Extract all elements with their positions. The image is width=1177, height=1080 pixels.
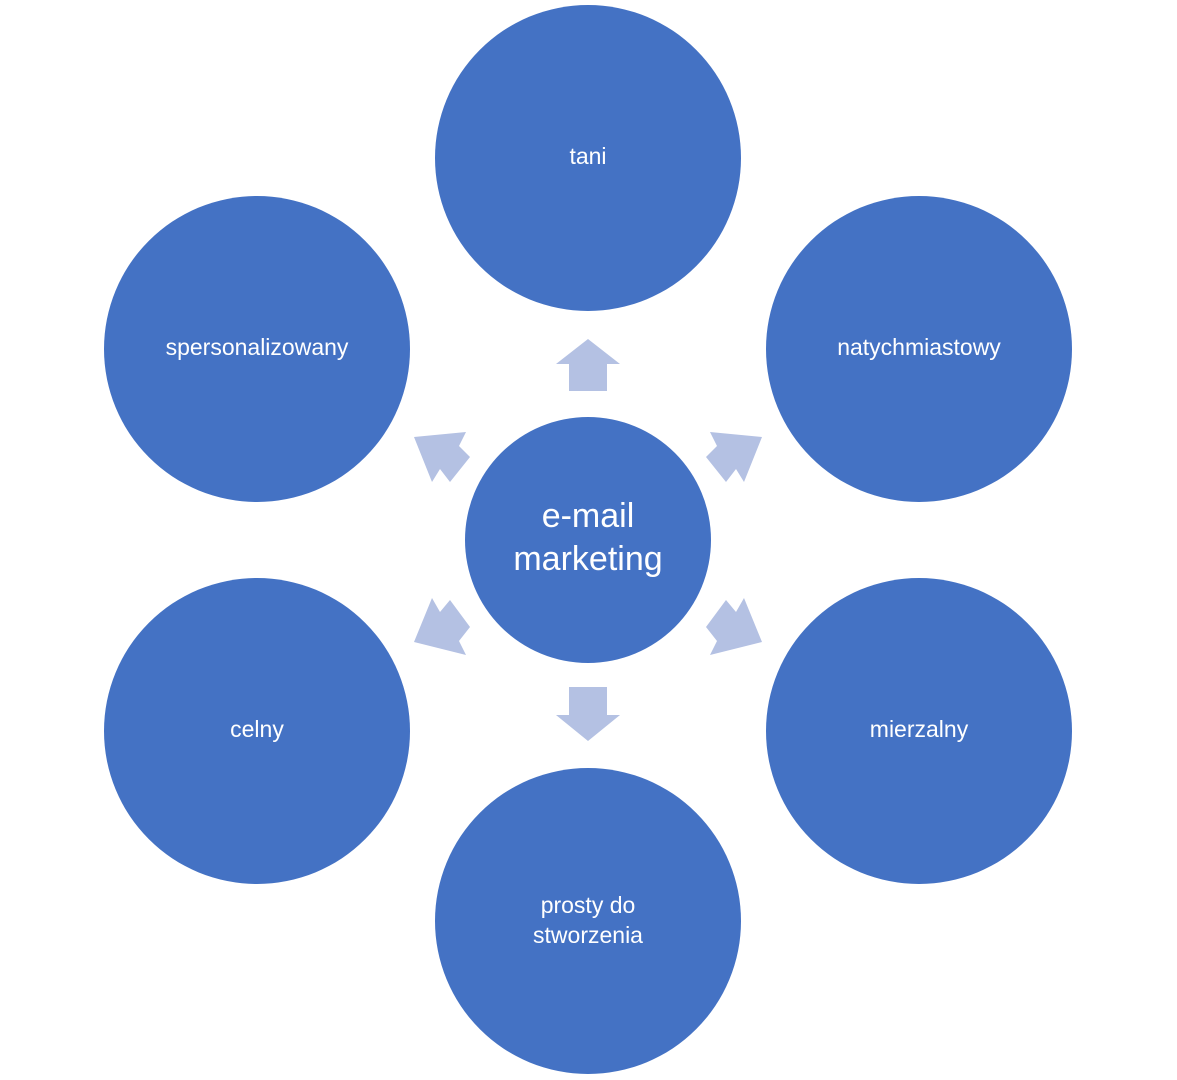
circles-group [104, 5, 1072, 1074]
arrow-lower-left-icon [414, 598, 470, 655]
node-top-circle [435, 5, 741, 311]
node-top-label: tani [569, 143, 606, 169]
node-lower-left-circle [104, 578, 410, 884]
arrow-upper-left-icon [414, 432, 470, 482]
center-label-line2: marketing [513, 540, 662, 578]
arrow-up-icon [556, 339, 620, 391]
arrows-group [414, 339, 762, 741]
arrow-down-icon [556, 687, 620, 741]
node-bottom-label-line1: prosty do [541, 892, 636, 918]
arrow-upper-right-icon [706, 432, 762, 482]
node-lower-right-label: mierzalny [870, 716, 969, 742]
node-upper-left-label: spersonalizowany [166, 334, 349, 360]
node-lower-right-circle [766, 578, 1072, 884]
labels-group: tani natychmiastowy mierzalny prosty do … [166, 143, 1002, 948]
arrow-lower-right-icon [706, 598, 762, 655]
node-upper-right-label: natychmiastowy [837, 334, 1001, 360]
node-upper-right-circle [766, 196, 1072, 502]
node-bottom-label-line2: stworzenia [533, 922, 643, 948]
node-bottom-circle [435, 768, 741, 1074]
center-label-line1: e-mail [542, 497, 635, 535]
node-lower-left-label: celny [230, 716, 284, 742]
center-circle [465, 417, 711, 663]
node-upper-left-circle [104, 196, 410, 502]
